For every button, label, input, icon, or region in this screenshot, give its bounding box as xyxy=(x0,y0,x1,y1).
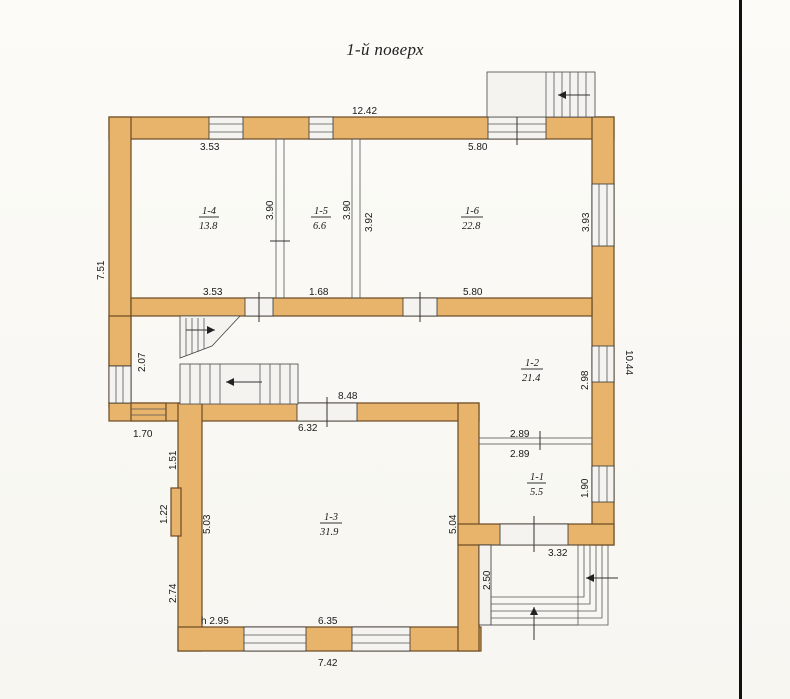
window-right-3 xyxy=(591,465,615,503)
stair-interior-lower xyxy=(179,363,299,405)
room-label-13: 1-3 31.9 xyxy=(319,512,342,538)
wall-room13-left xyxy=(177,402,203,652)
room-label-15: 1-5 6.6 xyxy=(311,206,331,232)
window-top-1 xyxy=(208,116,244,140)
dim-bottom-overall: 7.42 xyxy=(318,658,338,669)
dim-left-step: 1.70 xyxy=(133,429,153,440)
dim-room15-right: 3.92 xyxy=(364,212,375,232)
dim-room15-height: 3.90 xyxy=(342,200,353,220)
window-bottom-1 xyxy=(243,626,307,652)
dim-left-lower-c: 2.74 xyxy=(168,583,179,603)
dim-room13-right: 5.04 xyxy=(448,514,459,534)
partition-room15-left xyxy=(275,138,285,299)
window-right-2 xyxy=(591,345,615,383)
dim-room14-height: 3.90 xyxy=(265,200,276,220)
svg-text:1-5: 1-5 xyxy=(314,206,328,217)
dim-room16-top: 5.80 xyxy=(468,142,488,153)
dim-right-overall: 10.44 xyxy=(623,350,634,375)
dim-room16-bottom: 5.80 xyxy=(463,287,483,298)
dim-left-upper: 7.51 xyxy=(96,260,107,280)
svg-text:1-2: 1-2 xyxy=(525,358,540,369)
dim-hall-right: 2.98 xyxy=(580,370,591,390)
dim-room13-left: 5.03 xyxy=(202,514,213,534)
dim-room14-bottom: 3.53 xyxy=(203,287,223,298)
window-bottom-2 xyxy=(351,626,411,652)
floor-title: 1-й поверх xyxy=(346,40,424,59)
dim-room14-top: 3.53 xyxy=(200,142,220,153)
window-left-stair xyxy=(108,365,132,404)
svg-text:5.5: 5.5 xyxy=(530,487,543,498)
stair-top-right xyxy=(486,71,596,118)
wall-bump xyxy=(170,487,182,537)
window-top-2 xyxy=(308,116,334,140)
dim-room11-top-b: 2.89 xyxy=(510,449,530,460)
dim-room16-height: 3.93 xyxy=(581,212,592,232)
partition-room11 xyxy=(478,437,593,445)
dim-room11-top-a: 2.89 xyxy=(510,429,530,440)
porch-wall xyxy=(478,544,492,626)
dim-room13-top-inner: 6.32 xyxy=(298,423,318,434)
svg-text:6.6: 6.6 xyxy=(313,221,327,232)
room-label-14: 1-4 13.8 xyxy=(199,206,219,232)
step-block xyxy=(130,402,167,422)
room-label-11: 1-1 5.5 xyxy=(527,472,546,498)
dim-left-lower-a: 1.51 xyxy=(168,450,179,470)
svg-text:1-1: 1-1 xyxy=(530,472,544,483)
dim-porch-height: 2.50 xyxy=(482,570,493,590)
room-label-12: 1-2 21.4 xyxy=(521,358,543,384)
dim-room13-top-outer: 8.48 xyxy=(338,391,358,402)
dim-height-mark: h 2.95 xyxy=(201,616,229,627)
stair-interior-upper xyxy=(179,315,241,359)
dim-room11-right: 1.90 xyxy=(580,478,591,498)
svg-text:21.4: 21.4 xyxy=(522,373,541,384)
sheet-border-line xyxy=(739,0,742,699)
wall-stair-left xyxy=(108,315,132,367)
room-label-16: 1-6 22.8 xyxy=(461,206,483,232)
svg-text:13.8: 13.8 xyxy=(199,221,218,232)
wall-bottom xyxy=(177,626,482,652)
dim-room15-bottom: 1.68 xyxy=(309,287,329,298)
svg-text:1-6: 1-6 xyxy=(465,206,480,217)
svg-text:1-3: 1-3 xyxy=(324,512,338,523)
dim-porch-width: 3.32 xyxy=(548,548,568,559)
dim-left-lower-b: 1.22 xyxy=(159,504,170,524)
window-right-1 xyxy=(591,183,615,247)
stair-porch xyxy=(491,544,618,640)
dim-room13-bottom: 6.35 xyxy=(318,616,338,627)
svg-text:22.8: 22.8 xyxy=(462,221,481,232)
wall-middle xyxy=(130,297,593,317)
svg-text:31.9: 31.9 xyxy=(319,527,339,538)
dim-top-overall: 12.42 xyxy=(352,106,377,117)
dim-stair-left: 2.07 xyxy=(137,352,148,372)
partition-room15-right xyxy=(351,138,361,299)
svg-text:1-4: 1-4 xyxy=(202,206,217,217)
